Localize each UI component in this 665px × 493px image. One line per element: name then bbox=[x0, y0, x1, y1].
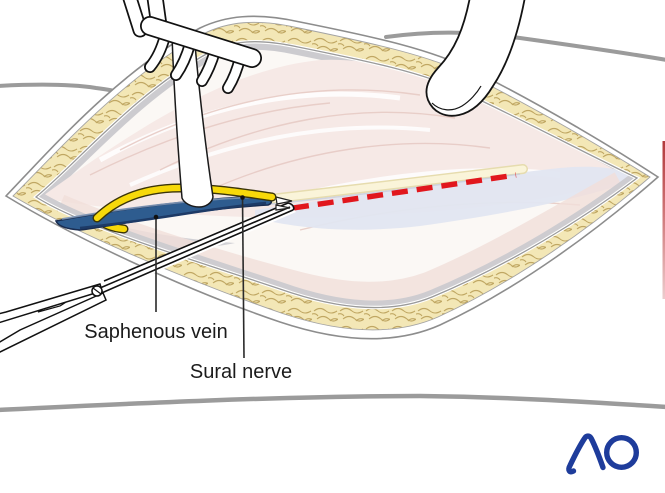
deep-fascia bbox=[255, 166, 637, 230]
ao-logo-letter-a bbox=[566, 433, 606, 475]
annotations: Saphenous vein Sural nerve bbox=[84, 195, 292, 383]
vein-highlight bbox=[61, 196, 264, 220]
ao-logo-letter-o bbox=[604, 435, 640, 471]
sural-nerve bbox=[92, 183, 277, 223]
rake-retractor bbox=[122, 0, 262, 94]
scissor-tip-lower bbox=[275, 204, 291, 211]
saphenous-vein-leader-dot bbox=[153, 214, 159, 220]
sural-nerve-leader-line bbox=[241, 196, 245, 359]
scissor-tip-upper bbox=[275, 196, 293, 205]
skin-crease-top-left bbox=[0, 82, 120, 94]
scissor-handle-lower bbox=[0, 292, 107, 353]
nerve-course-band bbox=[257, 164, 528, 206]
skin-crease-bottom bbox=[0, 393, 665, 413]
planned-incision-dashed-line bbox=[292, 172, 517, 211]
saphenous-vein bbox=[54, 194, 273, 231]
sural-nerve-label: Sural nerve bbox=[190, 361, 292, 383]
sural-nerve-leader-dot bbox=[240, 195, 245, 200]
pointed-retractor bbox=[425, 0, 526, 117]
ao-logo bbox=[566, 433, 640, 475]
right-edge-red-mark bbox=[662, 141, 665, 299]
retraction-tape bbox=[171, 33, 214, 208]
saphenous-vein-label: Saphenous vein bbox=[84, 321, 227, 343]
retractor-inner-contour bbox=[431, 85, 482, 111]
skin-crease-top-right bbox=[384, 30, 665, 62]
vein-shade bbox=[79, 201, 267, 230]
dissection-scissors bbox=[0, 196, 296, 353]
